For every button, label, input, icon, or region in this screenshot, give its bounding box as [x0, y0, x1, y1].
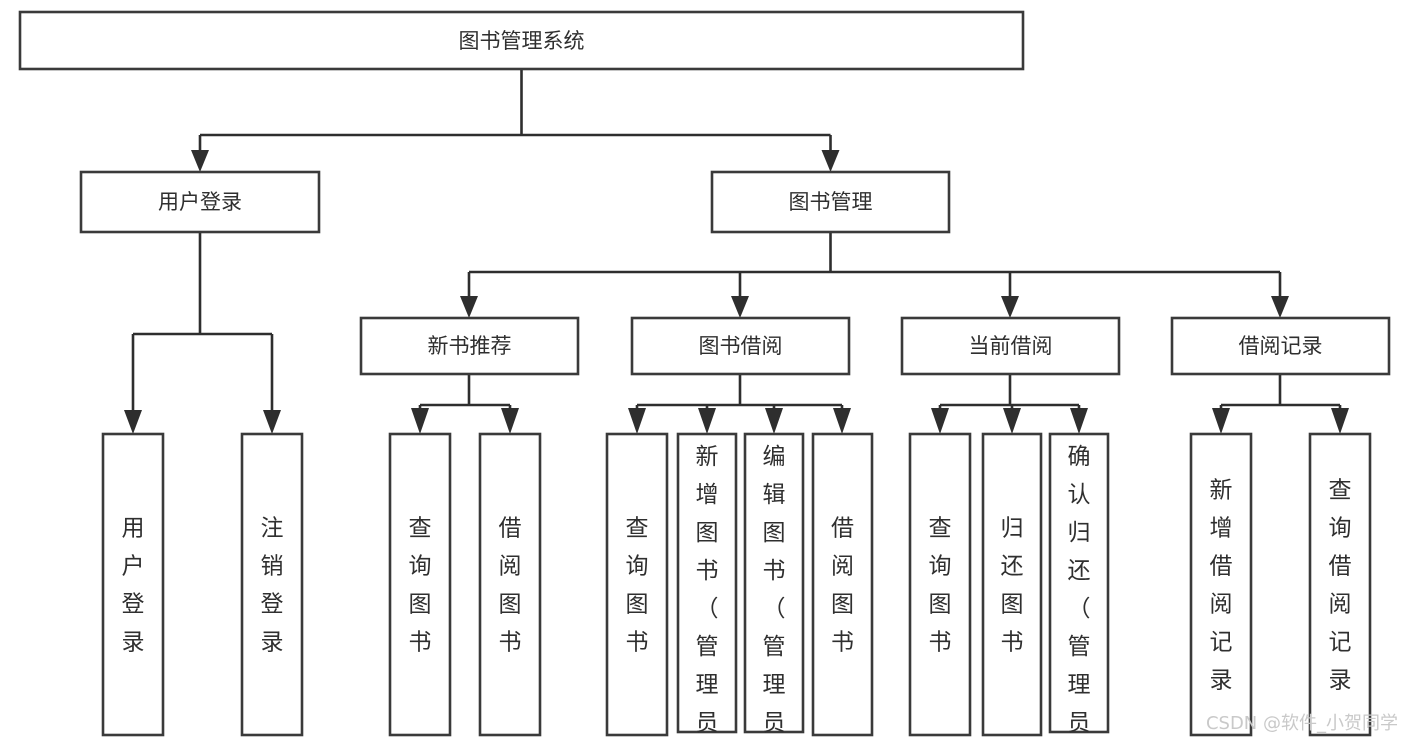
node-book-borrow-box[interactable] — [630, 316, 851, 376]
leaf-node-label: 借阅图书 — [499, 516, 522, 656]
watermark-text: CSDN @软件_小贺同学 — [1206, 713, 1398, 734]
node-book-management[interactable]: 图书管理 — [710, 170, 951, 234]
leaf-node-user-login[interactable]: 用户登录 — [101, 432, 165, 737]
leaf-node-label: 用户登录 — [122, 516, 145, 656]
arrow-head-icon — [1212, 408, 1230, 434]
node-current-borrow-label: 当前借阅 — [969, 334, 1053, 358]
leaf-node-label: 查询借阅记录 — [1329, 478, 1352, 694]
edge-group-borrow-record — [1212, 374, 1349, 434]
leaf-node-layer: 用户登录 注销登录 查询图书 借阅图书 查询图书 新增图书（管理员） 编辑图书（管理员） 借阅… — [101, 432, 1372, 747]
node-current-borrow[interactable]: 当前借阅 — [900, 316, 1121, 376]
node-book-borrow-label: 图书借阅 — [699, 334, 783, 358]
leaf-node-label: 确认归还（管理员） — [1068, 444, 1091, 747]
node-root-box[interactable] — [18, 10, 1025, 71]
leaf-node-label: 查询图书 — [626, 516, 649, 656]
leaf-node-label: 编辑图书（管理员） — [763, 444, 786, 747]
node-book-borrow[interactable]: 图书借阅 — [630, 316, 851, 376]
leaf-node-add-borrow-record[interactable]: 新增借阅记录 — [1189, 432, 1253, 737]
node-new-book-recommend-box[interactable] — [359, 316, 580, 376]
edge-group-current-borrow — [931, 374, 1088, 434]
arrow-head-icon — [731, 296, 749, 318]
arrow-head-icon — [821, 150, 840, 172]
node-user-login[interactable]: 用户登录 — [79, 170, 321, 234]
leaf-node-box[interactable] — [605, 432, 669, 737]
leaf-node-return-book[interactable]: 归还图书 — [981, 432, 1043, 737]
arrow-head-icon — [931, 408, 949, 434]
leaf-node-box[interactable] — [1308, 432, 1372, 737]
arrow-head-icon — [263, 410, 281, 434]
leaf-node-label: 查询图书 — [409, 516, 432, 656]
node-current-borrow-box[interactable] — [900, 316, 1121, 376]
leaf-node-label: 新增图书（管理员） — [696, 444, 719, 747]
leaf-node-box[interactable] — [1189, 432, 1253, 737]
node-book-management-label: 图书管理 — [789, 190, 873, 214]
node-borrow-record-box[interactable] — [1170, 316, 1391, 376]
node-root[interactable]: 图书管理系统 — [18, 10, 1025, 71]
arrow-head-icon — [833, 408, 851, 434]
arrow-head-icon — [191, 150, 209, 172]
leaf-node-query-book[interactable]: 查询图书 — [605, 432, 669, 737]
leaf-node-box[interactable] — [240, 432, 304, 737]
leaf-node-edit-book-admin[interactable]: 编辑图书（管理员） — [743, 432, 805, 747]
arrow-head-icon — [765, 408, 783, 434]
leaf-node-logout[interactable]: 注销登录 — [240, 432, 304, 737]
edge-group-book-mgmt — [460, 232, 1289, 318]
node-new-book-recommend-label: 新书推荐 — [428, 334, 512, 358]
leaf-node-label: 新增借阅记录 — [1210, 478, 1233, 694]
leaf-node-box[interactable] — [478, 432, 542, 737]
edge-group-user-login — [124, 232, 281, 434]
leaf-node-label: 归还图书 — [1001, 516, 1024, 656]
node-borrow-record[interactable]: 借阅记录 — [1170, 316, 1391, 376]
leaf-node-label: 查询图书 — [929, 516, 952, 656]
leaf-node-query-book[interactable]: 查询图书 — [908, 432, 972, 737]
leaf-node-box[interactable] — [388, 432, 452, 737]
leaf-node-borrow-book[interactable]: 借阅图书 — [811, 432, 874, 737]
arrow-head-icon — [1003, 408, 1021, 434]
edge-group-root — [191, 69, 840, 172]
arrow-head-icon — [1331, 408, 1349, 434]
leaf-node-add-book-admin[interactable]: 新增图书（管理员） — [676, 432, 738, 747]
arrow-head-icon — [501, 408, 519, 434]
edge-group-new-book — [411, 374, 519, 434]
leaf-node-box[interactable] — [743, 432, 805, 734]
node-book-management-box[interactable] — [710, 170, 951, 234]
arrow-head-icon — [124, 410, 142, 434]
node-root-label: 图书管理系统 — [459, 29, 585, 53]
arrow-head-icon — [628, 408, 646, 434]
leaf-node-confirm-return-admin[interactable]: 确认归还（管理员） — [1048, 432, 1110, 747]
leaf-node-query-book[interactable]: 查询图书 — [388, 432, 452, 737]
leaf-node-box[interactable] — [1048, 432, 1110, 734]
leaf-node-label: 借阅图书 — [831, 516, 854, 656]
leaf-node-box[interactable] — [908, 432, 972, 737]
node-borrow-record-label: 借阅记录 — [1239, 334, 1323, 358]
node-user-login-box[interactable] — [79, 170, 321, 234]
arrow-head-icon — [1001, 296, 1019, 318]
leaf-node-box[interactable] — [981, 432, 1043, 737]
leaf-node-box[interactable] — [676, 432, 738, 734]
arrow-head-icon — [1070, 408, 1088, 434]
arrow-head-icon — [460, 296, 478, 318]
leaf-node-box[interactable] — [101, 432, 165, 737]
leaf-node-box[interactable] — [811, 432, 874, 737]
arrow-head-icon — [1271, 296, 1289, 318]
arrow-head-icon — [698, 408, 716, 434]
leaf-node-query-borrow-record[interactable]: 查询借阅记录 — [1308, 432, 1372, 737]
arrow-head-icon — [411, 408, 429, 434]
edge-group-book-borrow — [628, 374, 851, 434]
leaf-node-label: 注销登录 — [261, 516, 284, 656]
node-user-login-label: 用户登录 — [158, 190, 242, 214]
leaf-node-borrow-book[interactable]: 借阅图书 — [478, 432, 542, 737]
node-new-book-recommend[interactable]: 新书推荐 — [359, 316, 580, 376]
